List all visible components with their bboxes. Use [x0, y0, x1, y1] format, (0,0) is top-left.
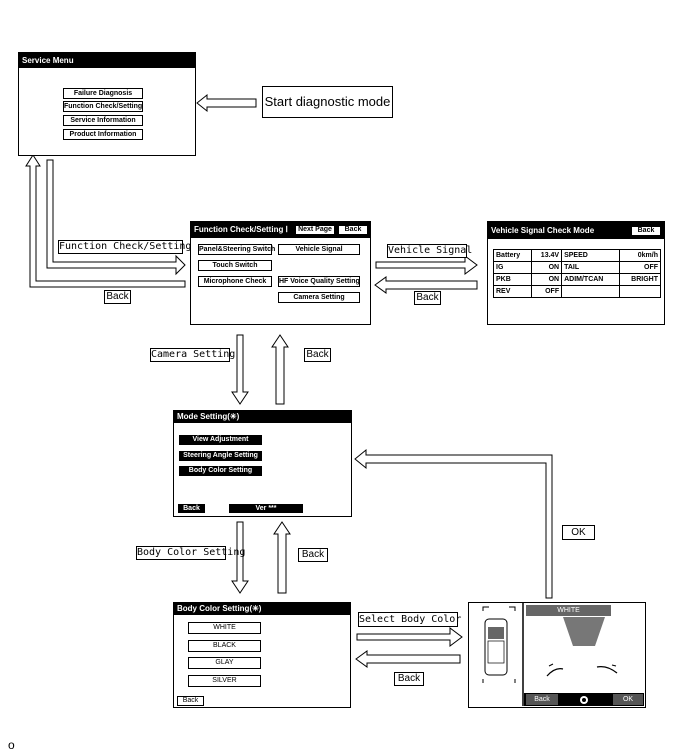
- failure-diagnosis-button[interactable]: Failure Diagnosis: [63, 88, 143, 99]
- signal-cell: SPEED: [561, 249, 620, 262]
- service-information-button[interactable]: Service Information: [63, 115, 143, 126]
- touch-switch-button[interactable]: Touch Switch: [198, 260, 272, 271]
- signal-cell: 13.4V: [530, 249, 563, 262]
- rear-guide-shape: [563, 617, 605, 646]
- signal-cell: Battery: [493, 249, 532, 262]
- vehicle-signal-button[interactable]: Vehicle Signal: [278, 244, 360, 255]
- arrow-back-to-menu: [25, 154, 186, 288]
- footnote-label: o: [8, 738, 15, 752]
- arrow-body-to-mode: [273, 521, 291, 594]
- select-body-color-label: Select Body Color: [358, 612, 462, 627]
- body-color-setting-button[interactable]: Body Color Setting: [179, 466, 262, 476]
- table-row: IG ON TAIL OFF: [493, 261, 662, 274]
- arrow-function-to-mode: [231, 334, 249, 405]
- vehicle-signal-title: Vehicle Signal Check Mode: [488, 222, 664, 239]
- signal-cell: TAIL: [561, 261, 620, 274]
- arrow-start-to-menu: [196, 93, 257, 113]
- back-label-4: Back: [298, 548, 328, 562]
- function-check-setting-label: Function Check/Setting: [58, 240, 192, 254]
- version-label: Ver ***: [229, 504, 303, 513]
- arrow-camera-to-mode: [354, 448, 553, 599]
- arrow-function-to-signal: [375, 255, 478, 275]
- mode-back-button[interactable]: Back: [178, 504, 205, 513]
- camera-back-button[interactable]: Back: [526, 694, 558, 705]
- body-color-setting-label: Body Color Setting: [136, 546, 246, 560]
- camera-ok-button[interactable]: OK: [613, 694, 643, 705]
- camera-view-screen: WHITE Back OK: [468, 602, 646, 708]
- color-silver-button[interactable]: SILVER: [188, 675, 261, 687]
- back-label-1: Back: [104, 290, 131, 304]
- signal-cell: 0km/h: [618, 249, 662, 262]
- camera-header-label: WHITE: [526, 605, 611, 616]
- signal-cell: IG: [493, 261, 532, 274]
- signal-cell: ON: [530, 261, 563, 274]
- arrow-mode-to-body: [231, 521, 249, 594]
- signal-cell: [618, 285, 662, 298]
- microphone-check-button[interactable]: Microphone Check: [198, 276, 272, 287]
- function-back-button[interactable]: Back: [338, 225, 368, 235]
- hf-voice-button[interactable]: HF Voice Quality Setting: [278, 276, 360, 287]
- signal-back-button[interactable]: Back: [631, 226, 661, 236]
- arrow-camera-to-body: [355, 650, 461, 668]
- camera-setting-button[interactable]: Camera Setting: [278, 292, 360, 303]
- signal-cell: PKB: [493, 273, 532, 286]
- color-black-button[interactable]: BLACK: [188, 640, 261, 652]
- arrow-body-to-camera: [356, 627, 463, 647]
- signal-cell: [561, 285, 620, 298]
- function-check-screen: Function Check/Setting Ⅰ Next Page Back …: [190, 221, 371, 325]
- camera-view-graphic: [482, 603, 644, 706]
- table-row: REV OFF: [493, 285, 662, 298]
- signal-cell: ADIM/TCAN: [561, 273, 620, 286]
- body-color-back-button[interactable]: Back: [177, 696, 204, 706]
- camera-setting-label: Camera Setting: [150, 348, 236, 362]
- back-label-5: Back: [394, 672, 424, 686]
- signal-table: Battery 13.4V SPEED 0km/h IG ON TAIL OFF…: [493, 249, 662, 298]
- table-row: Battery 13.4V SPEED 0km/h: [493, 249, 662, 262]
- color-glay-button[interactable]: GLAY: [188, 657, 261, 669]
- vehicle-signal-screen: Vehicle Signal Check Mode Back Battery 1…: [487, 221, 665, 325]
- start-diagnostic-label: Start diagnostic mode: [262, 86, 393, 118]
- signal-cell: REV: [493, 285, 532, 298]
- arrow-menu-to-function: [46, 159, 186, 276]
- signal-cell: BRIGHT: [618, 273, 662, 286]
- body-color-screen: Body Color Setting(✳) WHITE BLACK GLAY S…: [173, 602, 351, 708]
- product-information-button[interactable]: Product Information: [63, 129, 143, 140]
- service-menu-title: Service Menu: [19, 53, 195, 68]
- service-menu-screen: Service Menu Failure Diagnosis Function …: [18, 52, 196, 156]
- signal-cell: OFF: [530, 285, 563, 298]
- signal-cell: ON: [530, 273, 563, 286]
- mode-setting-screen: Mode Setting(✳) View Adjustment Steering…: [173, 410, 352, 517]
- arrow-mode-to-function: [271, 334, 289, 405]
- back-label-2: Back: [414, 291, 441, 305]
- next-page-button[interactable]: Next Page: [295, 225, 335, 235]
- color-white-button[interactable]: WHITE: [188, 622, 261, 634]
- steering-angle-button[interactable]: Steering Angle Setting: [179, 451, 262, 461]
- body-color-title: Body Color Setting(✳): [174, 603, 350, 615]
- signal-cell: OFF: [618, 261, 662, 274]
- table-row: PKB ON ADIM/TCAN BRIGHT: [493, 273, 662, 286]
- function-check-setting-button[interactable]: Function Check/Setting: [63, 101, 143, 112]
- mode-setting-title: Mode Setting(✳): [174, 411, 351, 423]
- ok-label: OK: [562, 525, 595, 540]
- vehicle-signal-label: Vehicle Signal: [387, 244, 473, 258]
- arrow-signal-to-function: [374, 276, 478, 294]
- view-adjustment-button[interactable]: View Adjustment: [179, 435, 262, 445]
- back-label-3: Back: [304, 348, 331, 362]
- panel-steering-button[interactable]: Panel&Steering Switch: [198, 244, 276, 255]
